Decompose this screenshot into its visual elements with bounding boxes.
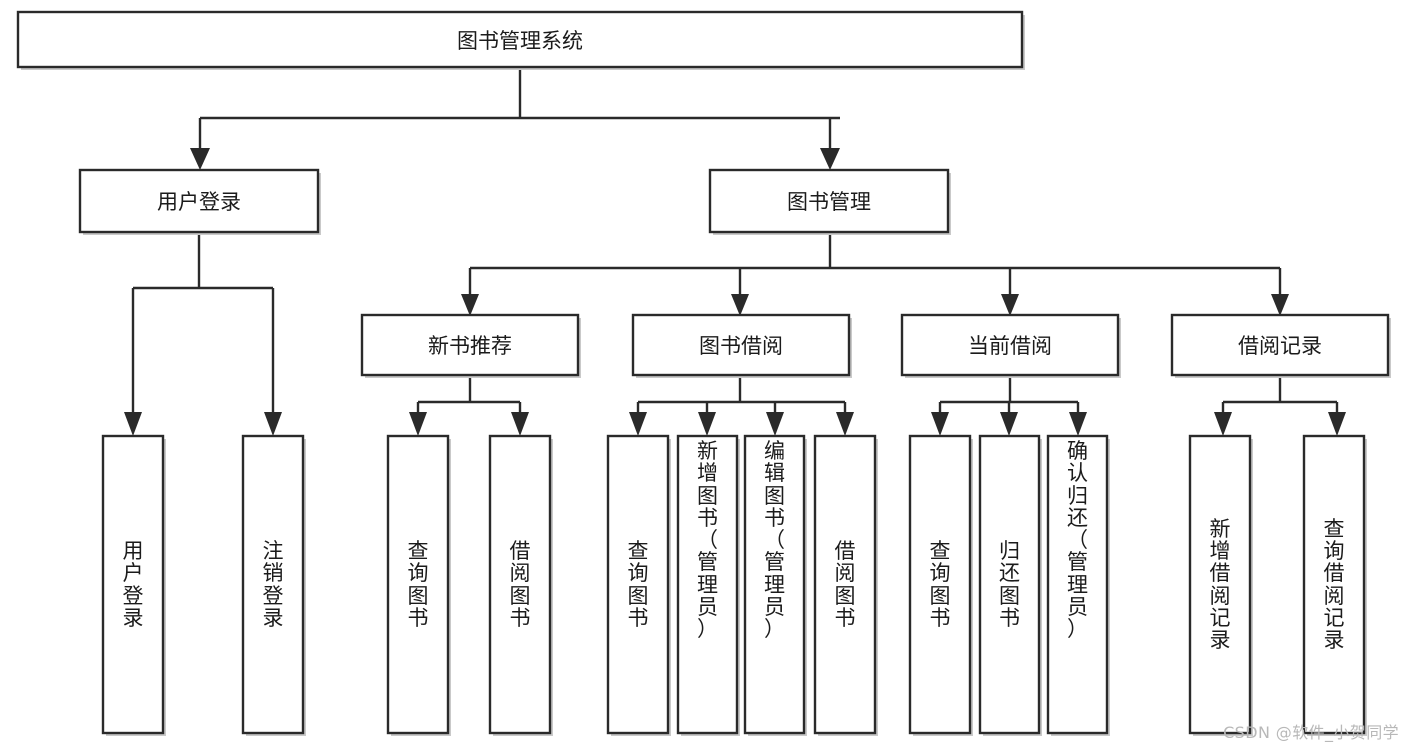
arrow-head-newbook-leaf2 [511,412,529,436]
node-box-leaf-query-book-3[interactable] [908,434,972,735]
node-box-leaf-edit-book[interactable] [743,434,806,735]
arrow-head-bookborrow-leaf2 [698,412,716,436]
node-box-leaf-user-login[interactable] [101,434,165,735]
arrow-head-new-book [461,294,479,316]
node-box-leaf-confirm-return[interactable] [1046,434,1109,735]
node-box-current-borrow[interactable] [900,313,1120,377]
connector-layer [124,67,1346,436]
node-box-leaf-logout[interactable] [241,434,305,735]
arrow-head-book-borrow [731,294,749,316]
node-box-user-login[interactable] [78,168,320,234]
node-box-book-borrow[interactable] [631,313,851,377]
node-box-leaf-add-record[interactable] [1188,434,1252,735]
arrow-head-book-mgmt [820,148,840,170]
arrow-head-bookborrow-leaf3 [766,412,784,436]
arrow-head-currentborrow-leaf3 [1069,412,1087,436]
node-box-leaf-query-book-1[interactable] [386,434,450,735]
node-box-leaf-borrow-book-2[interactable] [813,434,877,735]
node-box-leaf-borrow-book-1[interactable] [488,434,552,735]
node-box-root[interactable] [16,10,1024,69]
arrow-head-currentborrow-leaf1 [931,412,949,436]
node-box-leaf-query-book-2[interactable] [606,434,670,735]
node-box-book-management[interactable] [708,168,950,234]
arrow-head-borrowrecord-leaf2 [1328,412,1346,436]
arrow-head-borrow-record [1271,294,1289,316]
node-box-leaf-return-book[interactable] [978,434,1041,735]
arrow-head-logout-leaf [264,412,282,436]
arrow-head-newbook-leaf1 [409,412,427,436]
arrow-head-user-login-leaf [124,412,142,436]
node-box-leaf-query-record[interactable] [1302,434,1366,735]
arrow-head-currentborrow-leaf2 [1000,412,1018,436]
box-layer [16,10,1390,735]
arrow-head-bookborrow-leaf1 [629,412,647,436]
arrow-head-user-login [190,148,210,170]
arrow-head-borrowrecord-leaf1 [1214,412,1232,436]
node-box-borrow-record[interactable] [1170,313,1390,377]
arrow-head-current-borrow [1001,294,1019,316]
arrow-head-bookborrow-leaf4 [836,412,854,436]
node-box-leaf-add-book[interactable] [676,434,739,735]
node-box-new-book-recommend[interactable] [360,313,580,377]
